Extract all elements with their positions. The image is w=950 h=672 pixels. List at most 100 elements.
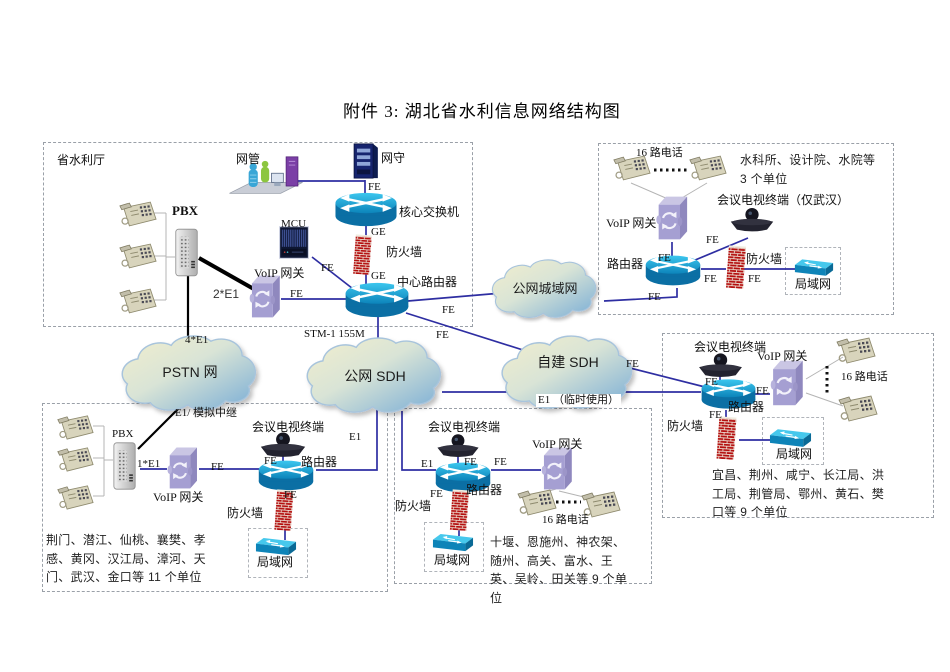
link-2e1 <box>198 256 260 294</box>
hq-voip-label: VoIP 网关 <box>254 266 305 280</box>
phone-icon <box>838 395 878 422</box>
link-4e1-label: 4*E1 <box>185 334 209 346</box>
bm-units-text: 十堰、恩施州、神农架、随州、高关、富水、王英、吴岭、田关等 9 个单位 <box>490 535 628 605</box>
link-e1temp-label: E1 （临时使用） <box>536 394 621 408</box>
bottom-mid-group-box <box>394 408 652 584</box>
port-fe-r-voip: FE <box>756 385 769 397</box>
hq-pbx-icon <box>175 228 198 277</box>
tr-voip-gateway-icon <box>655 195 689 241</box>
phone-icon <box>689 155 727 181</box>
phone-icon <box>57 447 94 472</box>
cloud-pstn-label: PSTN 网 <box>162 364 218 380</box>
port-fe-r-selfsdh: FE <box>626 358 639 370</box>
cloud-public-sdh-label: 公网 SDH <box>344 368 406 384</box>
bm-router-label: 路由器 <box>466 483 503 497</box>
cloud-metro-label: 公网城域网 <box>512 281 578 296</box>
hq-group-box <box>43 142 473 327</box>
netmgmt-label: 网管 <box>236 152 261 166</box>
tr-conf-terminal-icon <box>730 207 774 232</box>
tr-units-text: 水科所、设计院、水院等 3 个单位 <box>740 153 876 186</box>
tr-router-icon <box>644 254 702 287</box>
phone-icon <box>119 201 157 227</box>
bm-conf-terminal-icon <box>437 434 479 457</box>
port-fe-bm-fw: FE <box>430 488 443 500</box>
hq-firewall-label: 防火墙 <box>386 245 423 259</box>
phone-dotted-separators <box>556 168 829 504</box>
bl-conf-label: 会议电视终端 <box>252 420 325 434</box>
gatekeeper-icon <box>353 143 379 179</box>
port-ge-router: GE <box>371 270 386 282</box>
link-publicsdh-blrouter <box>316 407 378 471</box>
r-conf-terminal-icon <box>699 353 742 377</box>
port-fe-tr-cloud: FE <box>648 291 661 303</box>
tr-firewall-label: 防火墙 <box>746 252 783 266</box>
port-fe-bm-conf: FE <box>464 456 477 468</box>
port-fe-bm-voip: FE <box>494 456 507 468</box>
r-voip-gateway-icon <box>769 359 804 407</box>
right-group-box <box>662 333 934 518</box>
phone-icon <box>119 288 157 314</box>
r-router-label: 路由器 <box>728 400 765 414</box>
r-lan-switch-icon <box>769 428 812 448</box>
gatekeeper-label: 网守 <box>381 151 406 165</box>
r-lan-label: 局域网 <box>776 447 813 461</box>
r-phones-label: 16 路电话 <box>841 371 888 383</box>
port-fe-tr-fw: FE <box>704 273 717 285</box>
phone-icon <box>119 243 157 269</box>
bl-pbx-icon <box>113 442 136 490</box>
link-stm1-label: STM-1 155M <box>304 328 365 340</box>
bm-voip-gateway-icon <box>540 446 573 491</box>
tr-lan-label: 局域网 <box>795 277 832 291</box>
bl-phone-bus <box>93 425 113 497</box>
tr-firewall-icon <box>725 245 746 289</box>
tr-conf-label: 会议电视终端（仅武汉） <box>717 193 850 207</box>
bl-pbx-label: PBX <box>112 428 134 440</box>
tr-router-label: 路由器 <box>607 257 644 271</box>
tr-voip-label: VoIP 网关 <box>606 216 657 230</box>
link-selfsdh-rrouter <box>629 367 706 388</box>
lan-box-right <box>762 417 824 465</box>
phone-icon <box>836 337 876 364</box>
bl-units-text: 荆门、潜江、仙桃、襄樊、孝感、黄冈、汉江局、漳河、天门、武汉、金口等 11 个单… <box>46 533 206 585</box>
mcu-icon <box>278 226 310 259</box>
r-voip-label: VoIP 网关 <box>757 349 808 363</box>
port-fe-tr-lan: FE <box>748 273 761 285</box>
port-fe-r-conf: FE <box>705 376 718 388</box>
hq-voip-gateway-icon <box>248 274 281 319</box>
link-2e1-label: 2*E1 <box>213 287 240 301</box>
r-firewall-label: 防火墙 <box>667 419 704 433</box>
tr-lan-switch-icon <box>794 258 834 277</box>
link-metro-trrouter <box>603 288 678 302</box>
core-switch-icon <box>334 191 398 228</box>
link-router-metro <box>407 292 503 302</box>
bl-router-label: 路由器 <box>301 455 338 469</box>
core-switch-label: 核心交换机 <box>399 205 460 219</box>
port-fe-mcu: FE <box>321 262 334 274</box>
link-1e1-label: 1*E1 <box>137 458 161 470</box>
port-fe-hq-voip: FE <box>290 288 303 300</box>
port-fe-tr-voip: FE <box>658 252 671 264</box>
link-publicsdh-bmrouter <box>401 411 436 471</box>
bm-conf-label: 会议电视终端 <box>428 420 501 434</box>
tr-phone-lines <box>630 182 708 200</box>
port-fe-bl-fw: FE <box>284 489 297 501</box>
link-trconf-router <box>687 237 749 264</box>
port-e1-bm: E1 <box>421 458 434 470</box>
port-fe-selfsdh: FE <box>436 329 449 341</box>
bl-lan-label: 局域网 <box>257 555 294 569</box>
bl-voip-gateway-icon <box>166 446 199 490</box>
r-conf-label: 会议电视终端 <box>694 340 767 354</box>
bl-conf-terminal-icon <box>260 432 306 457</box>
phone-icon <box>57 485 94 510</box>
link-mcu-router <box>311 256 358 293</box>
port-fe-metro: FE <box>442 304 455 316</box>
r-units-text: 宜昌、荆州、咸宁、长江局、洪工局、荆管局、鄂州、黄石、樊口等 9 个单位 <box>712 468 885 520</box>
bm-phones-label: 16 路电话 <box>542 514 589 526</box>
bm-lan-switch-icon <box>432 533 474 552</box>
port-fe-tr-conf: FE <box>706 234 719 246</box>
bm-firewall-label: 防火墙 <box>395 499 432 513</box>
port-fe-r-fw: FE <box>709 409 722 421</box>
phone-icon <box>517 489 557 516</box>
bm-voip-label: VoIP 网关 <box>532 437 583 451</box>
